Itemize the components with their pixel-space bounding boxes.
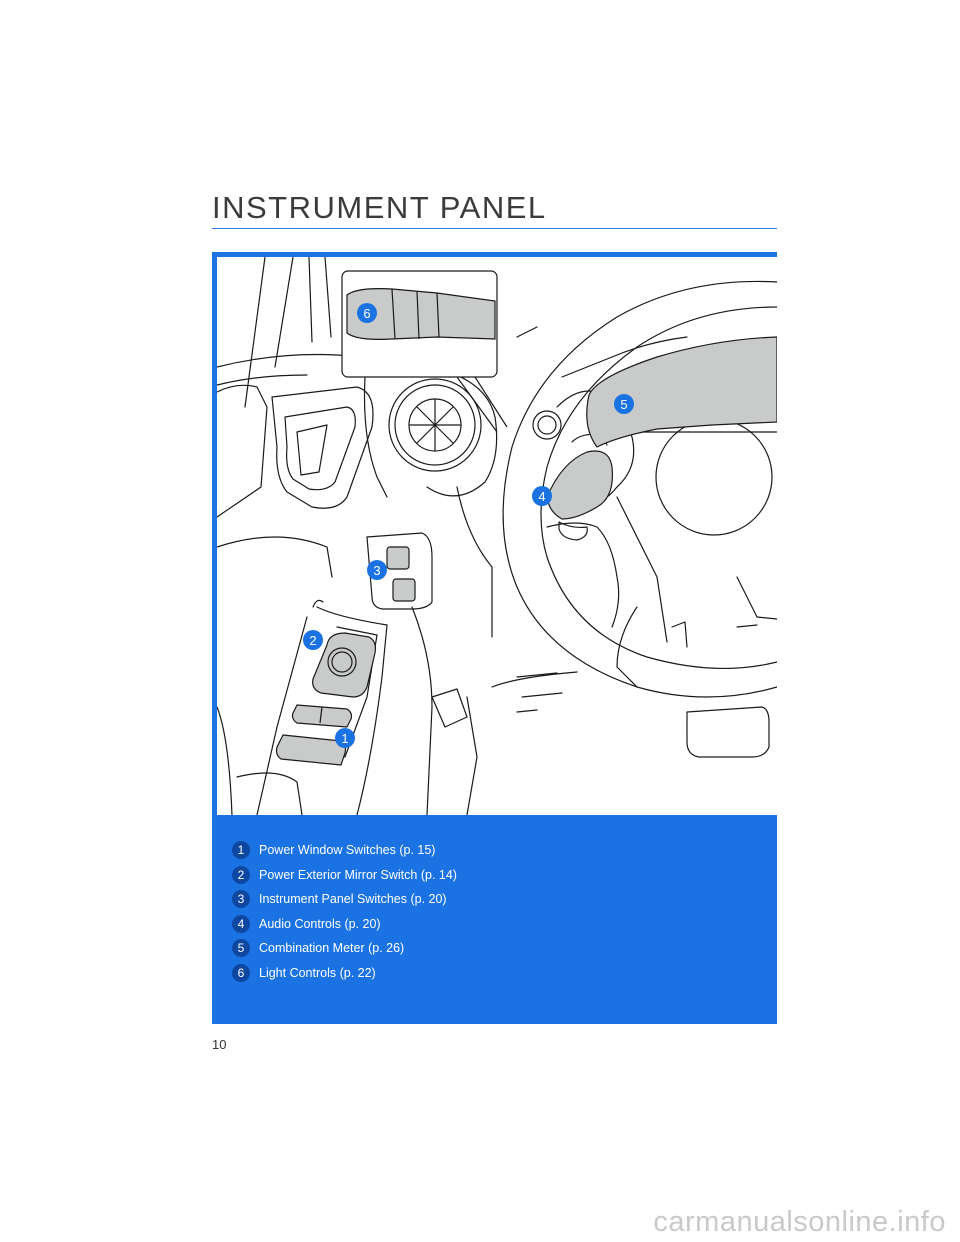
svg-text:6: 6 xyxy=(363,306,370,321)
svg-text:5: 5 xyxy=(620,397,627,412)
svg-text:1: 1 xyxy=(341,731,348,746)
instrument-switch-lower xyxy=(392,578,416,602)
instrument-panel-figure: 6 5 4 3 2 1 xyxy=(217,257,777,815)
callout-3: 3 xyxy=(367,560,387,580)
combination-meter-highlight xyxy=(586,336,777,448)
legend-label: Power Window Switches (p. 15) xyxy=(259,843,436,858)
legend-number-badge: 1 xyxy=(232,841,250,860)
watermark: carmanualsonline.info xyxy=(653,1206,946,1238)
legend-number-badge: 6 xyxy=(232,963,250,982)
legend-item: 2 Power Exterior Mirror Switch (p. 14) xyxy=(232,863,457,888)
callout-2: 2 xyxy=(303,630,323,650)
legend-item: 4 Audio Controls (p. 20) xyxy=(232,912,457,937)
instrument-switch-upper xyxy=(386,546,410,570)
svg-text:4: 4 xyxy=(538,489,545,504)
callout-1: 1 xyxy=(335,728,355,748)
legend-label: Combination Meter (p. 26) xyxy=(259,941,405,956)
legend-number-badge: 4 xyxy=(232,914,250,933)
page-number: 10 xyxy=(212,1037,227,1052)
legend-label: Light Controls (p. 22) xyxy=(259,965,376,980)
title-rule xyxy=(212,228,777,229)
audio-controls-highlight xyxy=(546,450,614,520)
page-title: INSTRUMENT PANEL xyxy=(212,190,547,225)
callout-6: 6 xyxy=(357,303,377,323)
dashboard-illustration: 6 5 4 3 2 1 xyxy=(217,257,777,815)
legend-number-badge: 3 xyxy=(232,890,250,909)
svg-text:2: 2 xyxy=(309,633,316,648)
legend-list: 1 Power Window Switches (p. 15) 2 Power … xyxy=(232,838,457,985)
legend-number-badge: 5 xyxy=(232,939,250,958)
legend-label: Audio Controls (p. 20) xyxy=(259,916,381,931)
callout-5: 5 xyxy=(614,394,634,414)
window-switch-upper xyxy=(291,704,353,728)
callout-4: 4 xyxy=(532,486,552,506)
legend-item: 1 Power Window Switches (p. 15) xyxy=(232,838,457,863)
legend-item: 6 Light Controls (p. 22) xyxy=(232,961,457,986)
legend-label: Instrument Panel Switches (p. 20) xyxy=(259,892,447,907)
legend-label: Power Exterior Mirror Switch (p. 14) xyxy=(259,867,457,882)
svg-text:3: 3 xyxy=(373,563,380,578)
light-control-stalk-highlight xyxy=(346,288,496,340)
mirror-switch-highlight xyxy=(312,632,376,698)
legend-item: 5 Combination Meter (p. 26) xyxy=(232,936,457,961)
legend-item: 3 Instrument Panel Switches (p. 20) xyxy=(232,887,457,912)
legend-number-badge: 2 xyxy=(232,865,250,884)
